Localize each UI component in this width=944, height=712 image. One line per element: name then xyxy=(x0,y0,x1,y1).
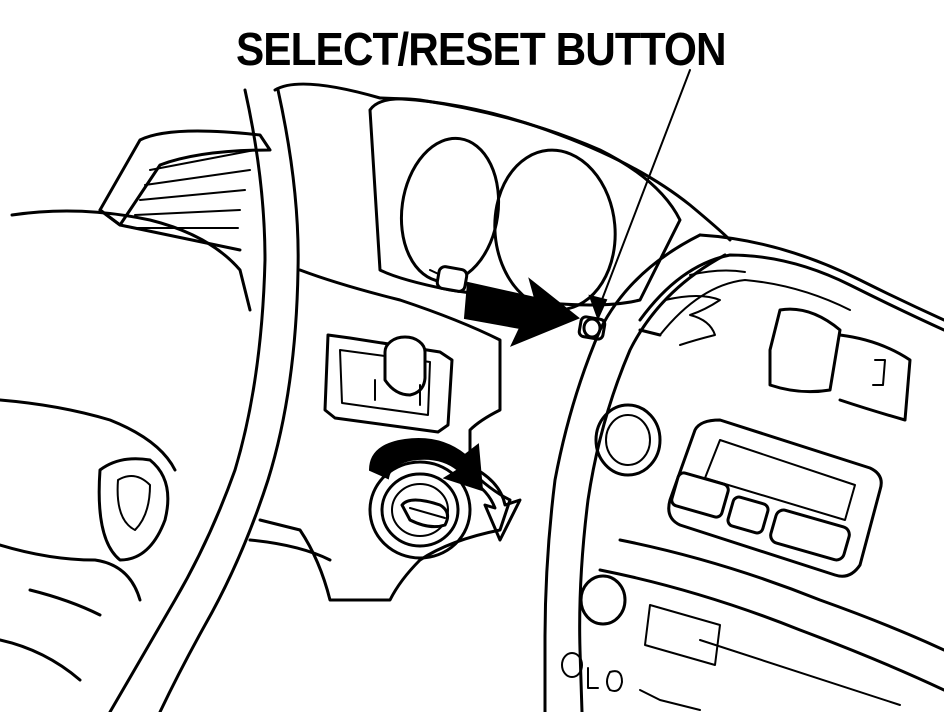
arrow-icon xyxy=(463,277,580,347)
left-air-vent xyxy=(98,129,272,252)
rotation-arrow-icon xyxy=(368,438,484,492)
callout-leader-line xyxy=(597,69,691,311)
callout-arrowhead xyxy=(588,294,608,321)
right-vent-louver xyxy=(768,307,842,394)
dashboard-upper-edge xyxy=(273,82,732,242)
center-console-edge xyxy=(543,233,702,712)
climate-control-panel xyxy=(667,418,883,578)
hazard-button xyxy=(594,403,662,477)
ignition-switch xyxy=(368,460,472,560)
tachometer-gauge xyxy=(399,136,501,284)
dashboard-cowl-edge xyxy=(698,233,944,322)
callout-label: SELECT/RESET BUTTON xyxy=(236,23,727,75)
right-air-vent xyxy=(638,253,944,422)
rotation-arrow-outline xyxy=(466,463,522,542)
speedometer-gauge xyxy=(493,148,617,312)
audio-unit xyxy=(561,538,944,711)
steering-column-cover xyxy=(258,268,512,602)
select-reset-button xyxy=(435,265,607,341)
light-control-switch xyxy=(323,333,454,434)
steering-wheel xyxy=(0,88,300,712)
column-lower-edge xyxy=(248,538,332,562)
